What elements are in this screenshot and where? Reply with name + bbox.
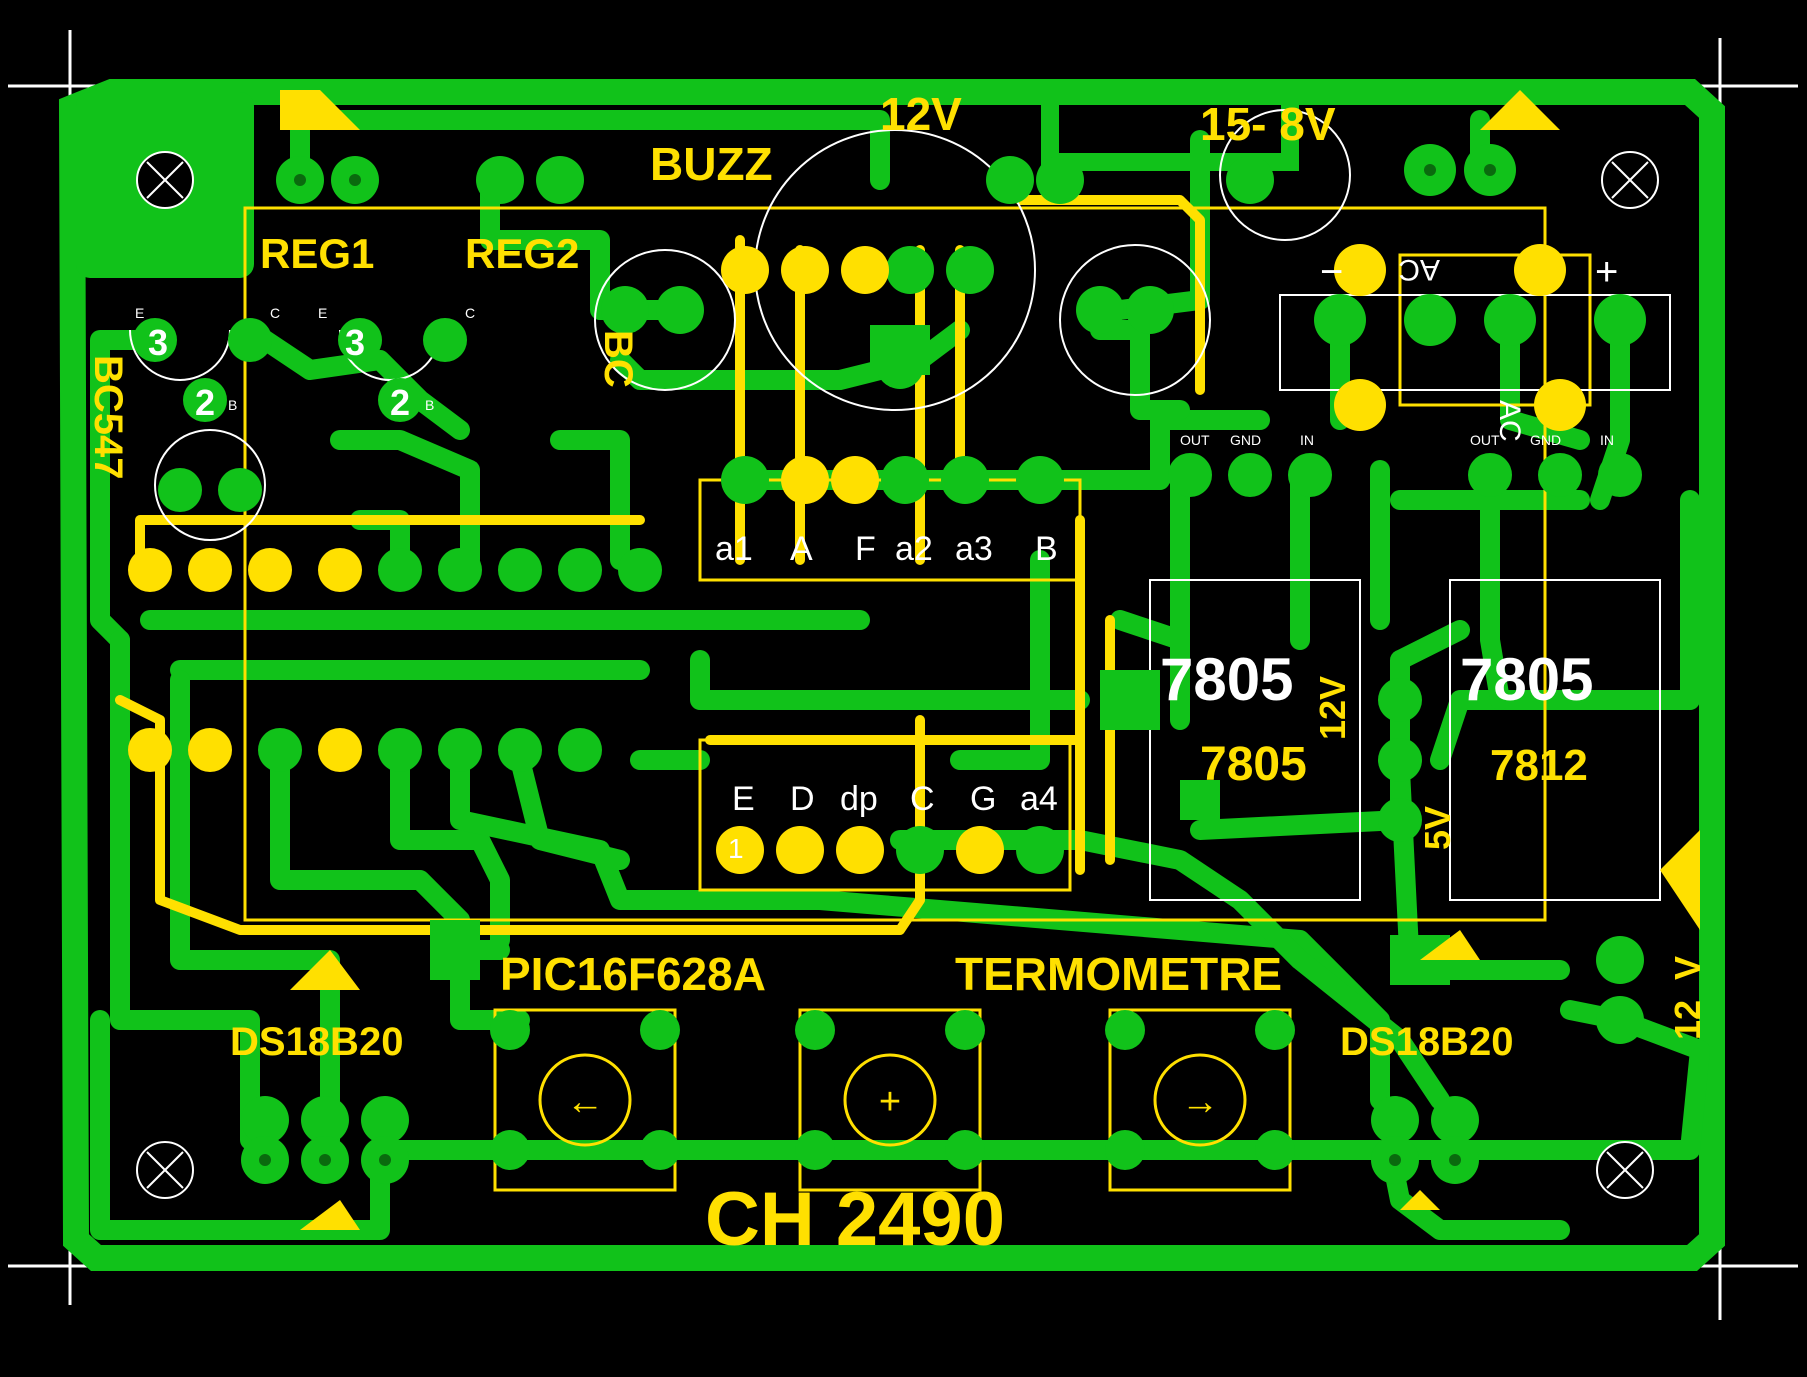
reg2-sub-label: 7812 bbox=[1490, 741, 1588, 790]
display-pin-label: B bbox=[1035, 530, 1058, 568]
reg2-label: REG2 bbox=[465, 230, 579, 277]
button-outline-left bbox=[493, 1008, 677, 1192]
plus-label: + bbox=[1595, 250, 1618, 294]
bc547-label: BC547 bbox=[86, 355, 130, 480]
display-pin-label: G bbox=[970, 780, 996, 818]
display-pins-bottom: E D dp C G a4 bbox=[732, 780, 1058, 818]
pad-drills bbox=[259, 164, 1496, 1166]
electrolytic-capacitor-icon bbox=[1219, 109, 1351, 241]
transistor2-e: E bbox=[318, 305, 327, 321]
green-pads bbox=[133, 144, 1646, 1184]
display-pin-label: C bbox=[910, 780, 935, 818]
mcu-label: PIC16F628A bbox=[500, 948, 766, 1000]
v-right-label: V bbox=[1667, 956, 1708, 980]
transistor1-b: B bbox=[228, 397, 237, 413]
sensor-right-label: DS18B20 bbox=[1340, 1020, 1513, 1064]
transistor2-c: C bbox=[465, 305, 475, 321]
transistor1-c: C bbox=[270, 305, 280, 321]
reg1-sub-label: 7805 bbox=[1200, 738, 1307, 791]
transistor1-e: E bbox=[135, 305, 144, 321]
mounting-hole-icon bbox=[1601, 151, 1659, 209]
button-outline-right bbox=[1108, 1008, 1292, 1192]
display-pin-label: A bbox=[790, 530, 813, 568]
transistor2-pin-3: 3 bbox=[345, 322, 365, 363]
v12-label: 12V bbox=[1312, 676, 1353, 740]
transistor2-pin-2: 2 bbox=[390, 382, 410, 423]
arrow-left-icon: ← bbox=[566, 1081, 604, 1123]
display-pin-label: a1 bbox=[715, 530, 753, 568]
v5-label: 5V bbox=[1417, 806, 1458, 850]
reg1-gnd-label: GND bbox=[1230, 432, 1261, 448]
mounting-hole-icon bbox=[1596, 1141, 1654, 1199]
display-pin-label: dp bbox=[840, 780, 878, 818]
supply-input-label: 15- 8V bbox=[1200, 98, 1336, 150]
transistor1-pin-2: 2 bbox=[195, 382, 215, 423]
pushbutton-right: → bbox=[1153, 1053, 1247, 1147]
yellow-pads bbox=[128, 90, 1700, 1230]
mcu-pin-1: 1 bbox=[728, 833, 744, 864]
reg1-out-label: OUT bbox=[1180, 432, 1210, 448]
transistor1-pin-3: 3 bbox=[148, 322, 168, 363]
button-outline-center bbox=[798, 1008, 982, 1192]
reg1-label-large: 7805 bbox=[1160, 646, 1293, 713]
board-name: CH 2490 bbox=[705, 1177, 1005, 1262]
supply-12v-label: 12V bbox=[880, 88, 962, 140]
mounting-holes bbox=[136, 151, 1659, 1199]
plus-icon: + bbox=[879, 1081, 901, 1123]
sensor-left-label: DS18B20 bbox=[230, 1020, 403, 1064]
v-right-12-label: 12 bbox=[1667, 1000, 1708, 1040]
regulator-1-outline bbox=[1149, 579, 1361, 901]
display-pin-label: a2 bbox=[895, 530, 933, 568]
pushbutton-center: + bbox=[843, 1053, 937, 1147]
display-pin-label: F bbox=[855, 530, 876, 568]
reg2-gnd-label: GND bbox=[1530, 432, 1561, 448]
reg1-label: REG1 bbox=[260, 230, 374, 277]
reg2-in-label: IN bbox=[1600, 432, 1614, 448]
display-pin-label: E bbox=[732, 780, 755, 818]
display-pin-label: D bbox=[790, 780, 815, 818]
ac-label-1: AC bbox=[1398, 253, 1440, 286]
display-pin-label: a4 bbox=[1020, 780, 1058, 818]
pushbutton-left: ← bbox=[538, 1053, 632, 1147]
display-pins-top: a1 A F a2 a3 B bbox=[715, 530, 1058, 568]
ac-label-2: AC bbox=[1493, 400, 1526, 442]
arrow-right-icon: → bbox=[1181, 1081, 1219, 1123]
bc-label: BC bbox=[596, 330, 640, 388]
reg1-in-label: IN bbox=[1300, 432, 1314, 448]
reg2-label-large: 7805 bbox=[1460, 646, 1593, 713]
display-pin-label: a3 bbox=[955, 530, 993, 568]
reg2-out-label: OUT bbox=[1470, 432, 1500, 448]
buzzer-label: BUZZ bbox=[650, 138, 773, 190]
transistor2-b: B bbox=[425, 397, 434, 413]
mounting-hole-icon bbox=[136, 151, 194, 209]
mounting-hole-icon bbox=[136, 1141, 194, 1199]
regulator-2-outline bbox=[1449, 579, 1661, 901]
minus-label: − bbox=[1320, 250, 1343, 294]
title-label: TERMOMETRE bbox=[955, 948, 1282, 1000]
